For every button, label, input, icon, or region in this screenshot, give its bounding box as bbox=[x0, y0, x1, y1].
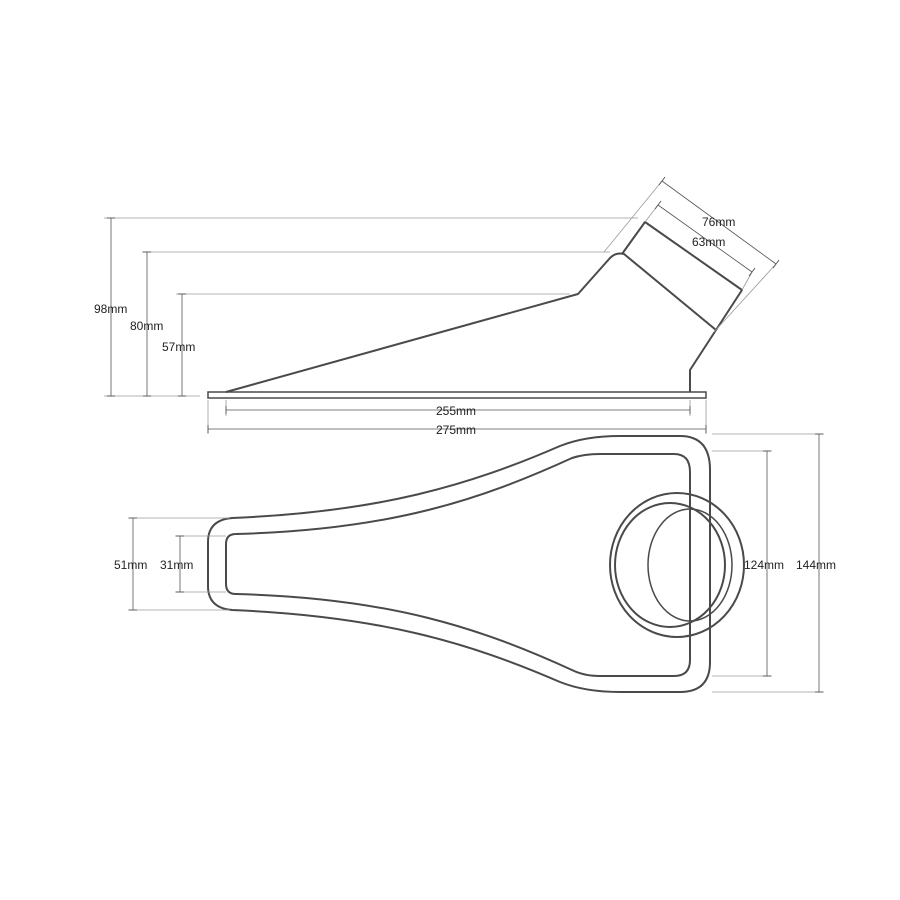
dim-label-76mm: 76mm bbox=[702, 215, 735, 229]
dim-label-57mm: 57mm bbox=[162, 340, 195, 354]
outlet-outer-ring bbox=[609, 492, 745, 638]
dim-label-51mm: 51mm bbox=[114, 558, 147, 572]
dim-tick bbox=[772, 259, 780, 269]
dim-label-80mm: 80mm bbox=[130, 319, 163, 333]
ext-line-76-b bbox=[713, 263, 777, 333]
top-view: 51mm 31mm 124mm 144mm bbox=[114, 433, 836, 693]
dim-tick bbox=[748, 267, 756, 277]
dim-label-63mm: 63mm bbox=[692, 235, 725, 249]
dim-label-144mm: 144mm bbox=[796, 558, 836, 572]
top-inner-outline bbox=[225, 453, 691, 677]
dim-tick bbox=[658, 176, 666, 186]
dim-label-255mm: 255mm bbox=[436, 404, 476, 418]
base-plate bbox=[207, 391, 707, 399]
dim-line-63 bbox=[657, 204, 753, 273]
dim-line-76 bbox=[661, 180, 777, 265]
ext-line-76-a bbox=[603, 180, 663, 253]
dim-tick bbox=[654, 200, 662, 210]
ramp-body bbox=[225, 252, 717, 393]
dim-label-124mm: 124mm bbox=[744, 558, 784, 572]
dim-label-275mm: 275mm bbox=[436, 423, 476, 437]
dim-label-31mm: 31mm bbox=[160, 558, 193, 572]
outlet-pipe-edge bbox=[621, 221, 646, 255]
side-view: 98mm 80mm 57mm 76mm 63mm 255mm bbox=[94, 176, 780, 437]
top-outer-outline bbox=[207, 435, 711, 693]
outlet-inner-ring bbox=[614, 502, 726, 628]
dim-label-98mm: 98mm bbox=[94, 302, 127, 316]
ext-line-63-b bbox=[741, 271, 753, 291]
outlet-bore bbox=[647, 508, 733, 622]
